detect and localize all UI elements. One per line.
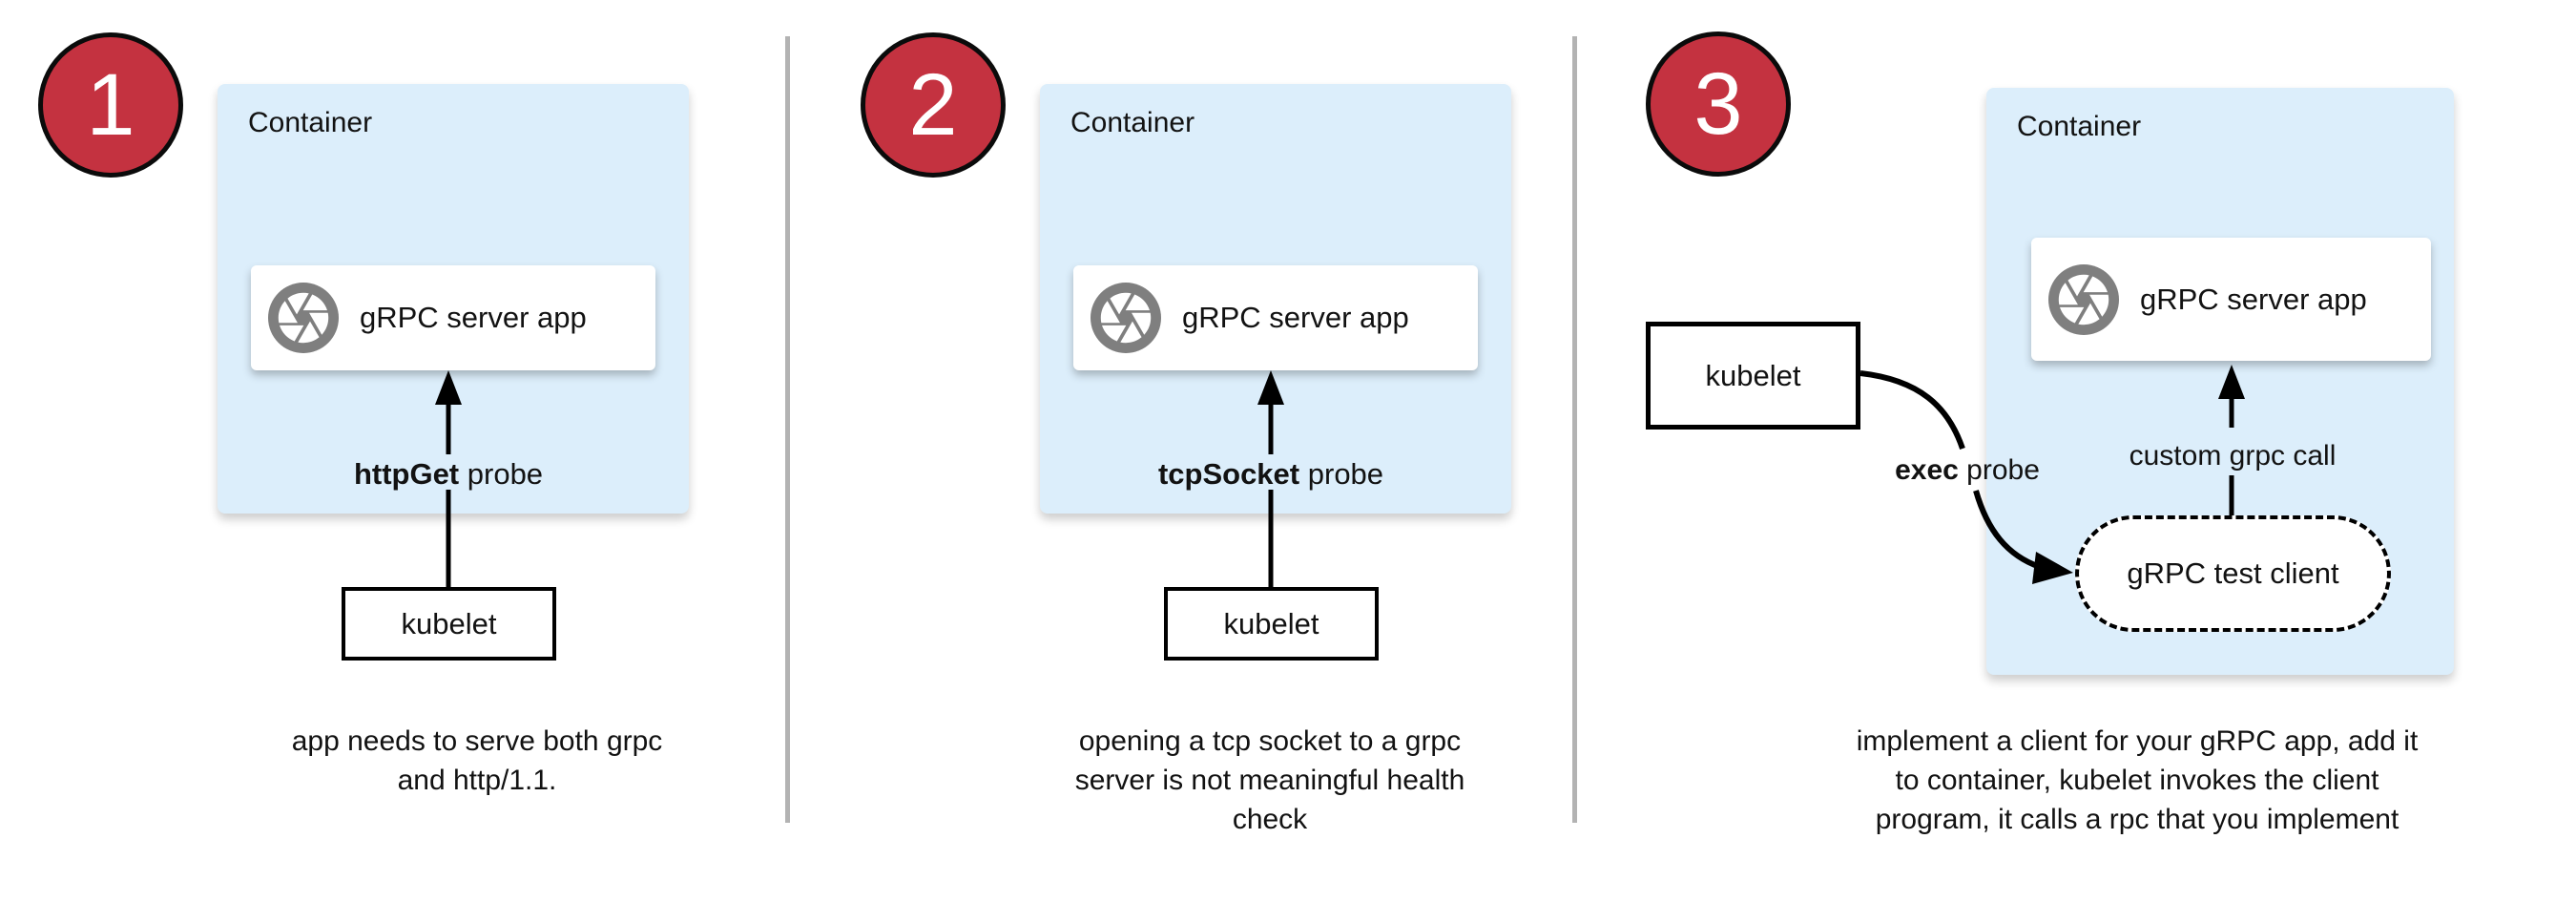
server-app-label: gRPC server app (360, 301, 587, 334)
grpc-server-app-box-2: gRPC server app (1073, 265, 1478, 370)
panel-divider-1 (785, 36, 790, 823)
caption-2: opening a tcp socket to a grpc server is… (1012, 722, 1527, 839)
step-1-number: 1 (86, 56, 135, 154)
caption-line: app needs to serve both grpc (291, 725, 663, 757)
container-label: Container (2017, 111, 2142, 142)
aperture-icon (1091, 283, 1161, 353)
kubelet-label: kubelet (1705, 358, 1801, 392)
caption-1: app needs to serve both grpc and http/1.… (219, 722, 735, 800)
httpget-probe-label: httpGet probe (213, 457, 684, 492)
probe-word: probe (1307, 457, 1384, 491)
kubelet-label: kubelet (1223, 606, 1319, 640)
step-2-badge: 2 (861, 32, 1006, 178)
probe-type: tcpSocket (1157, 457, 1300, 491)
exec-probe-label: exec probe (1824, 454, 2110, 487)
aperture-icon (268, 283, 339, 353)
grpc-server-app-box-1: gRPC server app (251, 265, 655, 370)
grpc-test-client-box: gRPC test client (2075, 515, 2391, 632)
step-3-number: 3 (1693, 55, 1743, 153)
caption-line: opening a tcp socket to a grpc (1078, 725, 1462, 757)
container-label: Container (1070, 107, 1195, 138)
caption-line: program, it calls a rpc that you impleme… (1875, 804, 2399, 835)
caption-line: check (1232, 804, 1308, 835)
step-1-badge: 1 (38, 32, 183, 178)
grpc-server-app-box-3: gRPC server app (2031, 238, 2431, 361)
tcpsocket-probe-label: tcpSocket probe (1035, 457, 1506, 492)
aperture-icon (2048, 263, 2119, 335)
probe-type: exec (1895, 454, 1959, 486)
step-2-number: 2 (908, 56, 958, 154)
caption-line: implement a client for your gRPC app, ad… (1856, 725, 2419, 757)
caption-line: server is not meaningful health (1074, 765, 1465, 796)
server-app-label: gRPC server app (1182, 301, 1409, 334)
kubelet-box-3: kubelet (1646, 322, 1860, 430)
step-3-badge: 3 (1646, 31, 1791, 177)
probe-word: probe (467, 457, 544, 491)
container-label: Container (248, 107, 373, 138)
caption-line: and http/1.1. (397, 765, 557, 796)
test-client-label: gRPC test client (2127, 556, 2339, 590)
server-app-label: gRPC server app (2140, 282, 2367, 316)
probe-word: probe (1966, 454, 2040, 486)
caption-line: to container, kubelet invokes the client (1895, 765, 2379, 796)
kubelet-label: kubelet (401, 606, 497, 640)
custom-grpc-call-label: custom grpc call (2129, 440, 2337, 472)
kubelet-box-1: kubelet (342, 587, 556, 661)
caption-3: implement a client for your gRPC app, ad… (1813, 722, 2462, 839)
kubelet-box-2: kubelet (1164, 587, 1379, 661)
probe-type: httpGet (353, 457, 460, 491)
panel-divider-2 (1572, 36, 1577, 823)
